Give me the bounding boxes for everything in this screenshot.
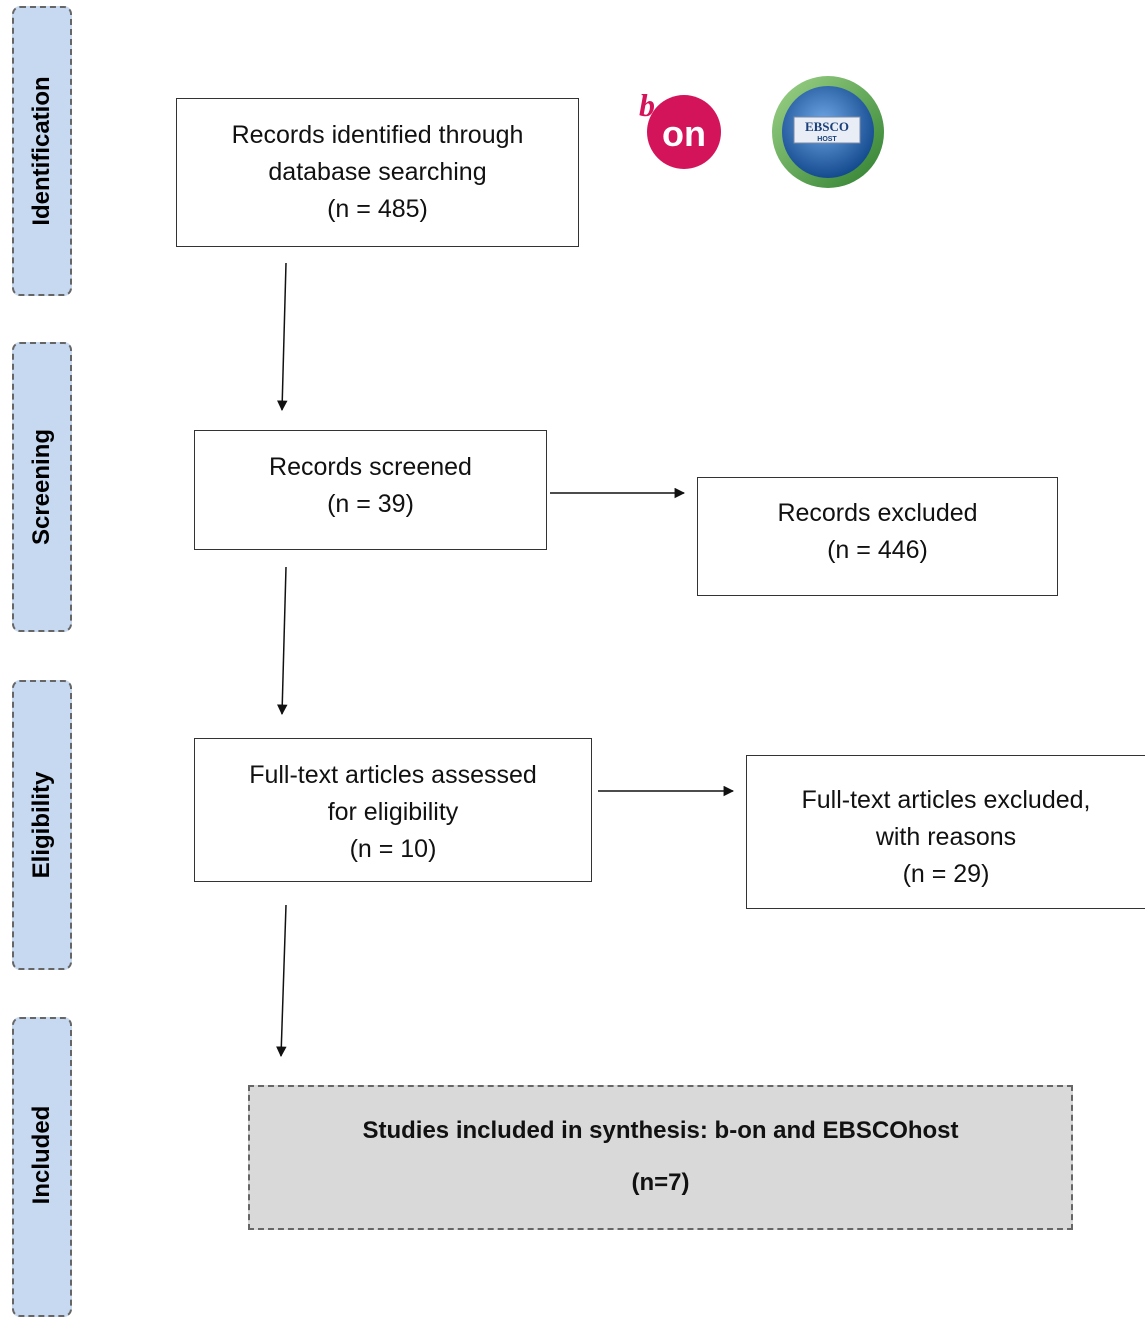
stage-included: Included [12,1017,72,1317]
stage-identification: Identification [12,6,72,296]
ebsco-label-plate [793,116,861,144]
ebsco-logo-subtext: HOST [817,136,837,143]
records-excluded-box: Records excluded (n = 446) [697,477,1058,596]
studies-included-label: Studies included in synthesis: b-on and … [362,1117,959,1144]
b-on-logo-icon: on b [639,87,721,169]
studies-included-count: (n=7) [631,1169,690,1196]
stage-eligibility: Eligibility [12,680,72,970]
fulltext-excluded-line2: with reasons [875,823,1017,851]
b-on-logo-circle [647,95,721,169]
records-identified-count: (n = 485) [327,195,428,223]
fulltext-assessed-count: (n = 10) [349,835,437,863]
arrow-fulltext-to-included [276,904,287,1058]
fulltext-excluded-box: Full-text articles excluded, with reason… [746,755,1145,909]
records-identified-box: Records identified through database sear… [176,98,579,247]
fulltext-assessed-line2: for eligibility [327,798,459,826]
stage-screening: Screening [12,342,72,632]
records-excluded-count: (n = 446) [827,536,928,564]
records-identified-line2: database searching [268,158,487,186]
fulltext-excluded-line1: Full-text articles excluded, [801,786,1091,814]
records-screened-label: Records screened [269,453,472,481]
ebscohost-logo-icon: EBSCO HOST [772,76,884,188]
fulltext-excluded-count: (n = 29) [902,860,990,888]
fulltext-assessed-box: Full-text articles assessed for eligibil… [194,738,592,882]
fulltext-assessed-line1: Full-text articles assessed [249,761,537,789]
studies-included-box: Studies included in synthesis: b-on and … [248,1085,1073,1230]
b-on-logo-letter: b [639,87,655,123]
records-identified-line1: Records identified through [231,121,524,149]
records-screened-count: (n = 39) [327,490,414,518]
records-excluded-label: Records excluded [777,499,978,527]
records-screened-box: Records screened (n = 39) [194,430,547,550]
arrow-screened-to-fulltext [277,566,288,716]
b-on-logo-text: on [662,113,706,154]
ebsco-logo-text: EBSCO [805,119,849,134]
arrow-identified-to-screened [277,262,288,412]
